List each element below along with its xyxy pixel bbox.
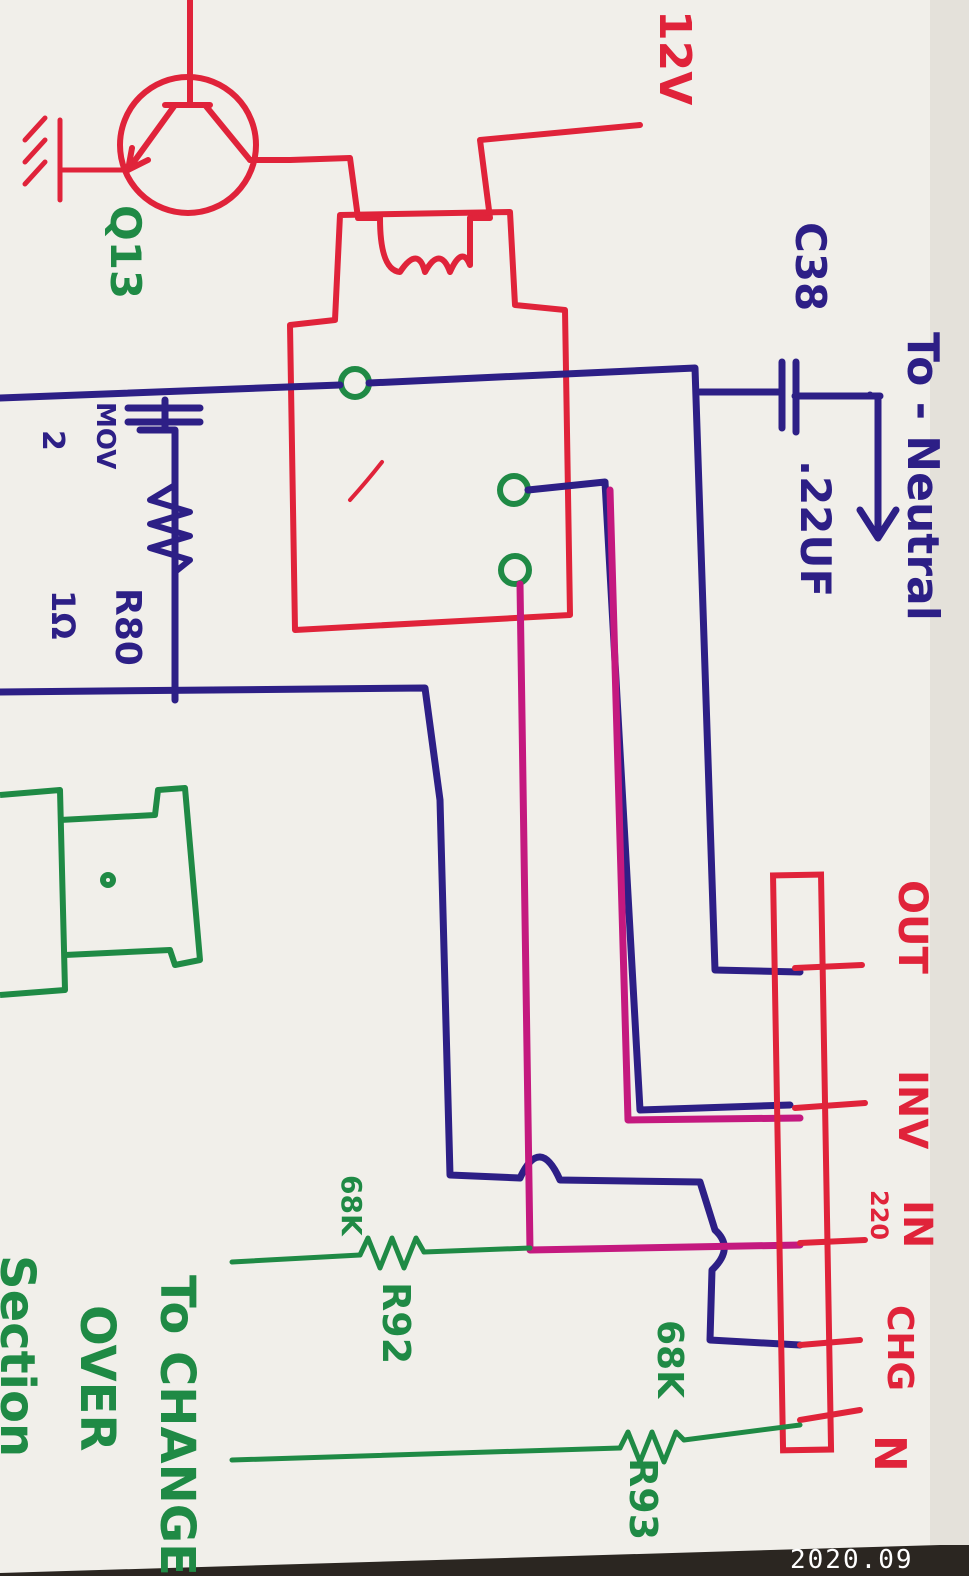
label-term-chg: CHG	[879, 1305, 920, 1392]
relay-armature-mark	[348, 460, 384, 502]
resistor-r80-zigzag	[147, 482, 193, 575]
wire-inv-parallel	[606, 486, 804, 1124]
label-mov-value: 2	[35, 430, 70, 451]
label-q13: Q13	[101, 205, 150, 300]
capacitor-c38	[778, 358, 800, 436]
timestamp-stamp: 2020.09	[790, 1545, 914, 1575]
label-r92-ref: R92	[374, 1282, 418, 1365]
label-to-changeover-1: To CHANGE	[149, 1275, 205, 1576]
label-r93-value: 68K	[649, 1320, 690, 1398]
wire-jumper-crossing	[516, 1153, 804, 1349]
resistor-r93	[229, 1422, 803, 1465]
label-to-changeover-2: OVER	[69, 1305, 125, 1452]
label-term-in-value: 220	[865, 1190, 893, 1241]
label-term-inv: INV	[889, 1070, 935, 1150]
mov-symbol	[124, 396, 204, 434]
label-term-out: OUT	[889, 880, 935, 974]
wire-common-to-out	[365, 364, 804, 976]
label-to-neutral: To - Neutral	[897, 332, 948, 621]
relay-body-outline	[0, 785, 203, 998]
label-term-in: IN	[894, 1200, 940, 1249]
transistor-q13	[117, 0, 293, 216]
to-neutral-arrow	[856, 392, 900, 542]
paper-edge-shadow	[930, 0, 969, 1545]
label-cap-value: .22UF	[791, 460, 840, 598]
blue-wires	[0, 364, 884, 1349]
wire-no-to-inv	[524, 478, 794, 1114]
wire-mov-branch	[136, 426, 179, 704]
terminal-ticks	[792, 962, 868, 1423]
label-12v: 12V	[649, 10, 700, 106]
label-r80-value: 1Ω	[44, 590, 82, 640]
relay-coil-wires	[287, 122, 643, 275]
terminal-strip	[769, 871, 835, 1454]
label-term-n: N	[864, 1435, 915, 1472]
label-c38: C38	[786, 222, 835, 312]
label-r92-value: 68K	[335, 1175, 368, 1236]
relay-nc-contact	[498, 553, 532, 587]
relay-coil-frame	[287, 209, 573, 633]
resistor-r92	[229, 1235, 533, 1271]
ground-symbol	[22, 115, 131, 203]
wire-bottom-line	[0, 684, 524, 1182]
label-r93-ref: R93	[621, 1458, 665, 1541]
label-mov: MOV	[90, 402, 120, 470]
label-to-changeover-3: Section	[0, 1255, 45, 1458]
label-r80: R80	[107, 588, 148, 666]
wire-left-to-common	[0, 381, 344, 402]
